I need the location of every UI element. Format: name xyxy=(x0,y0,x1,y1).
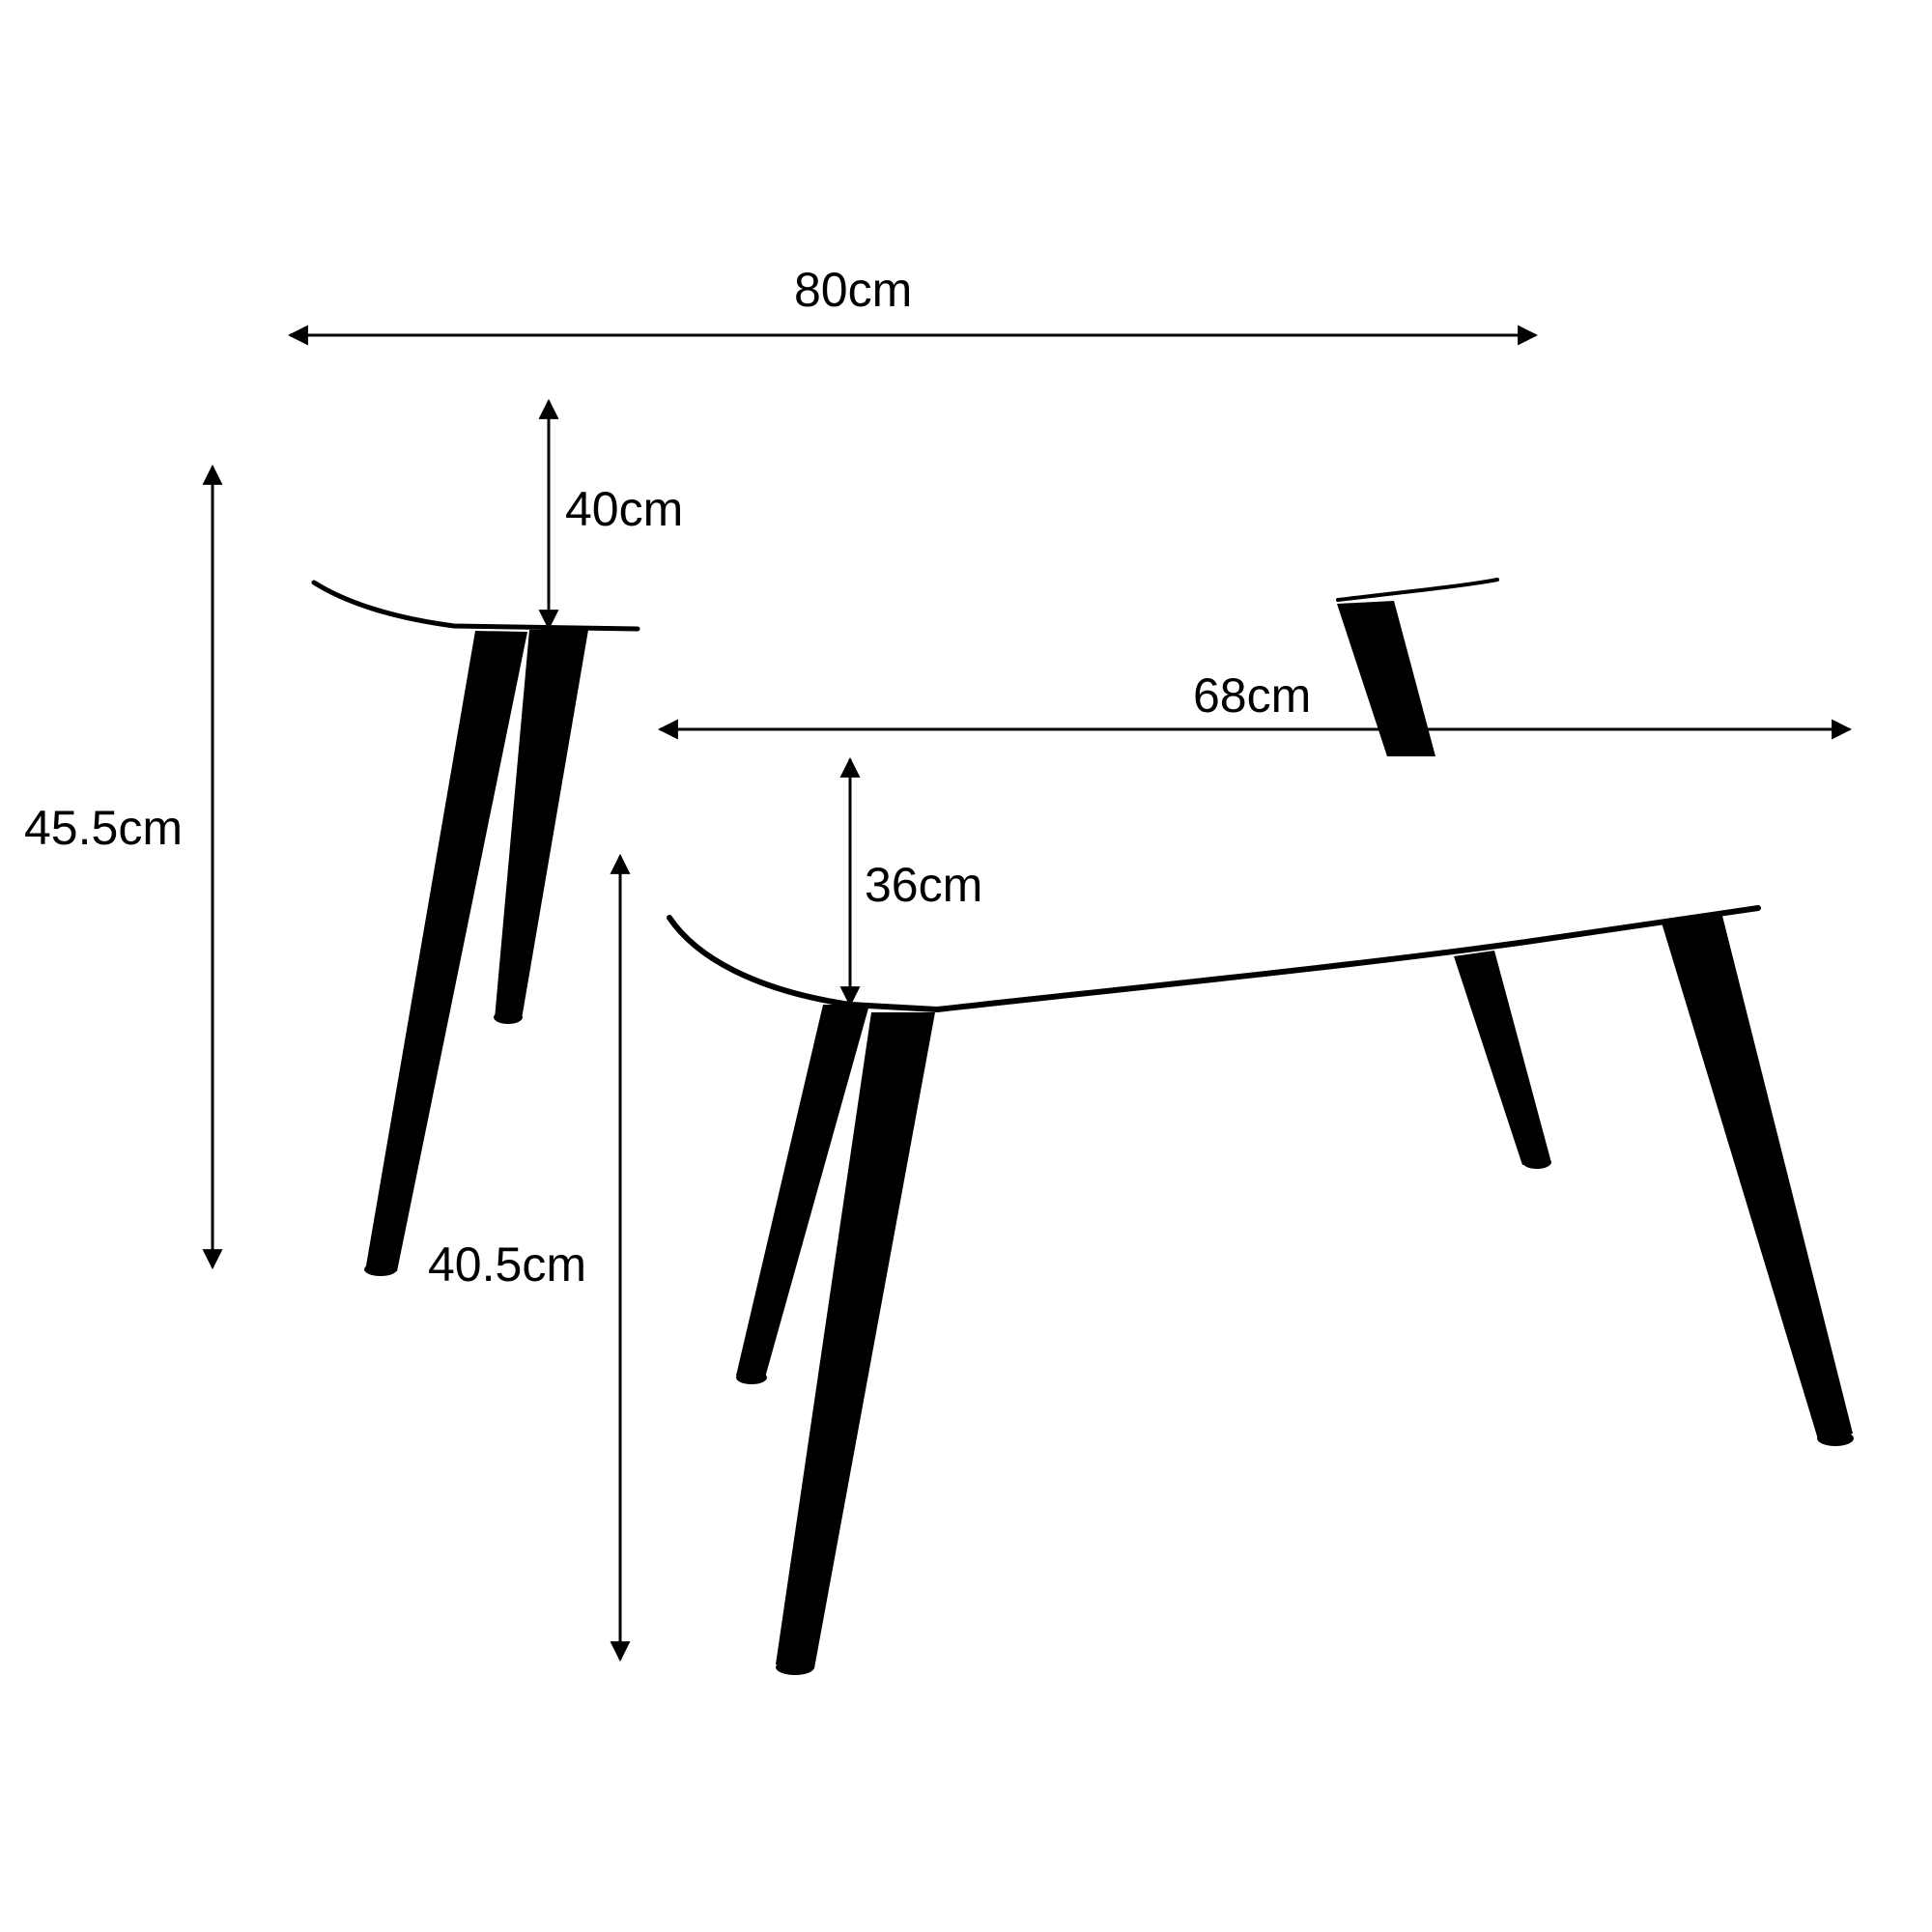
large-table-leg-foot xyxy=(494,1010,523,1024)
small-table-leg-front-right xyxy=(1662,916,1853,1439)
large-table-leg-foot xyxy=(364,1263,397,1276)
small-table-leg-front-left xyxy=(736,1005,869,1378)
small-height-label: 40.5cm xyxy=(428,1237,586,1292)
small-table-leg-foot xyxy=(736,1371,767,1384)
large-table-top-edge-left xyxy=(311,580,640,632)
small-depth-label: 36cm xyxy=(865,858,982,912)
small-table-top-edge xyxy=(667,905,1761,1013)
large-table-leg-back-left xyxy=(495,630,588,1019)
small-table-leg-foot xyxy=(1817,1431,1854,1446)
small-table-leg-foot xyxy=(1522,1155,1551,1169)
large-table xyxy=(311,578,1499,1276)
small-table xyxy=(667,905,1854,1675)
small-table-leg-back-right xyxy=(1454,951,1550,1165)
small-length-label: 68cm xyxy=(1193,668,1311,723)
large-table-leg-front-left xyxy=(365,631,527,1271)
large-depth-label: 40cm xyxy=(565,482,683,536)
large-table-leg-back-right xyxy=(1337,601,1435,756)
large-length-label: 80cm xyxy=(794,263,912,317)
small-table-leg-foot xyxy=(776,1660,814,1675)
small-table-leg-front-center xyxy=(776,1012,935,1668)
large-table-top-edge-right xyxy=(1336,578,1499,602)
large-height-label: 45.5cm xyxy=(24,801,183,855)
